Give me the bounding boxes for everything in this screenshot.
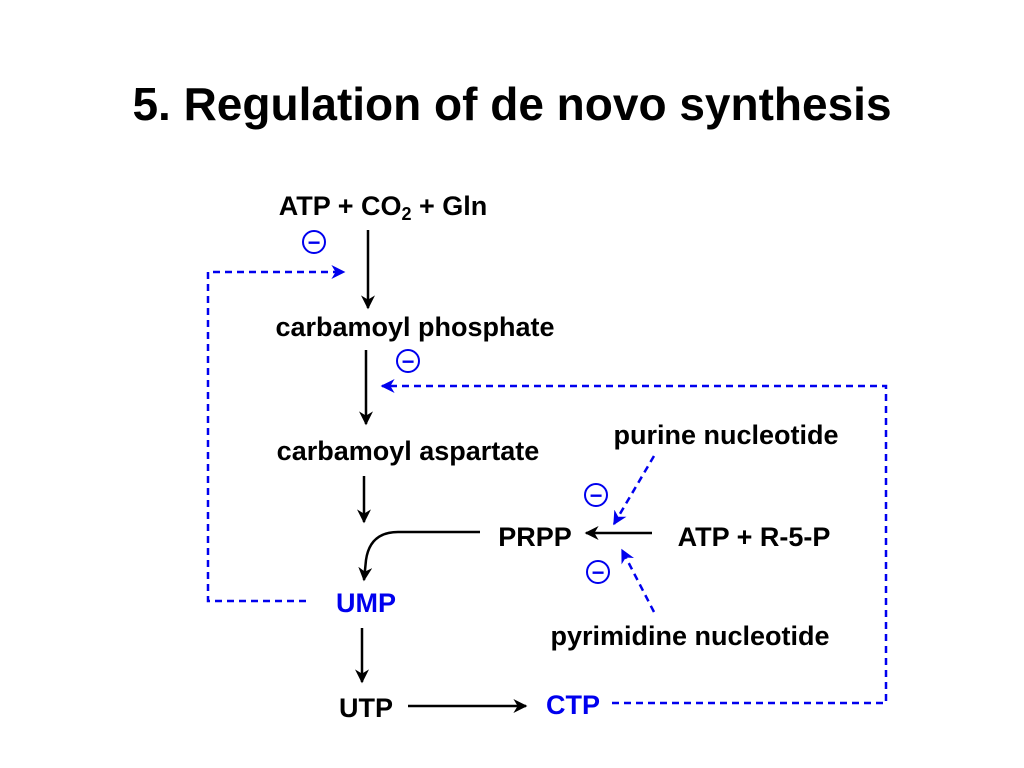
label-prpp: PRPP bbox=[498, 522, 572, 552]
label-utp: UTP bbox=[339, 693, 393, 723]
inhibition-symbol-pyrimidine: − bbox=[586, 560, 610, 585]
label-purine-nucleotide: purine nucleotide bbox=[613, 420, 839, 450]
co2-subscript: 2 bbox=[401, 204, 412, 224]
feedback-pyrimidine-to-prpp-synthesis bbox=[620, 548, 656, 613]
label-pyrimidine-nucleotide: pyrimidine nucleotide bbox=[550, 621, 830, 651]
inhibition-minus-label: − bbox=[308, 230, 321, 255]
feedback-purine-to-prpp-synthesis bbox=[612, 455, 656, 526]
label-atp-r5p: ATP + R-5-P bbox=[677, 522, 831, 552]
inhibition-symbol-step1: − bbox=[302, 230, 326, 255]
inhibition-symbol-step2: − bbox=[396, 349, 420, 374]
inhibition-minus-label: − bbox=[402, 349, 415, 374]
inhibition-symbol-purine: − bbox=[584, 483, 608, 508]
feedback-ump-to-step1 bbox=[206, 265, 346, 603]
atp-co2-suffix: + Gln bbox=[411, 191, 488, 221]
label-atp-co2-gln: ATP + CO2 + Gln bbox=[278, 190, 488, 224]
label-carbamoyl-aspartate: carbamoyl aspartate bbox=[276, 436, 540, 466]
atp-co2-prefix: ATP + CO bbox=[278, 191, 402, 221]
inhibition-minus-label: − bbox=[592, 560, 605, 585]
label-ctp: CTP bbox=[546, 690, 600, 720]
slide-title: 5. Regulation of de novo synthesis bbox=[132, 78, 892, 130]
feedback-ctp-to-step2 bbox=[380, 379, 888, 705]
inhibition-minus-label: − bbox=[590, 483, 603, 508]
label-ump: UMP bbox=[336, 588, 396, 618]
arrow-prpp-join-to-ump bbox=[358, 530, 480, 582]
label-carbamoyl-phosphate: carbamoyl phosphate bbox=[275, 312, 555, 342]
